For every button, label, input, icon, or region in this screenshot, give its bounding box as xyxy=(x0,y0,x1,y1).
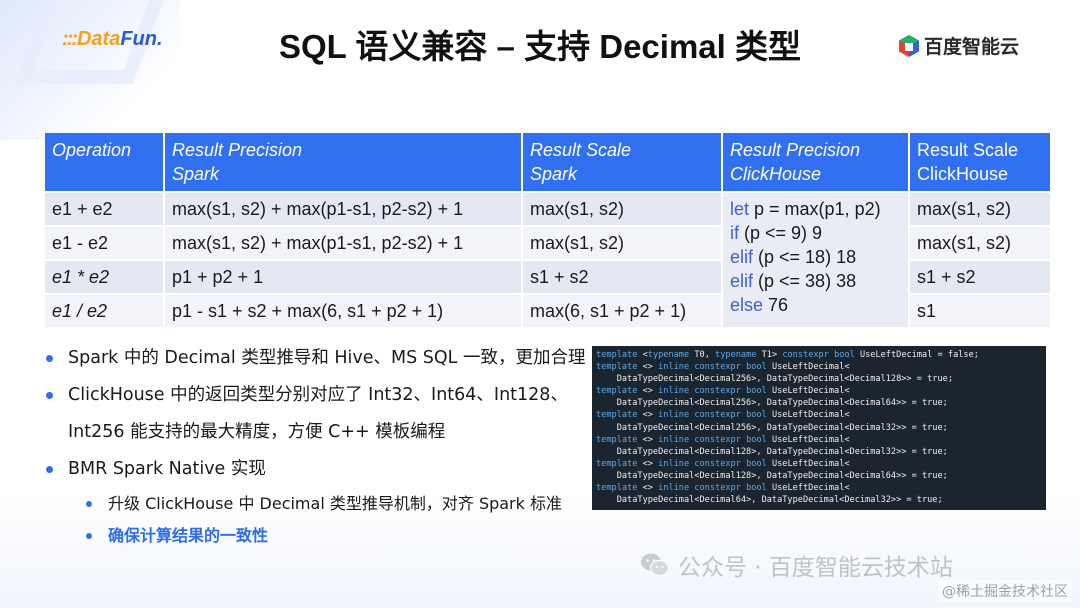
bullet-list: Spark 中的 Decimal 类型推导和 Hive、MS SQL 一致，更加… xyxy=(46,340,606,552)
logo-text-data: Data xyxy=(76,27,121,50)
bullet-item: BMR Spark Native 实现 xyxy=(46,451,606,488)
cell-scale-clickhouse: s1 xyxy=(910,295,1050,327)
header-operation: Operation xyxy=(45,133,163,191)
cell-operation: e1 / e2 xyxy=(45,295,163,327)
code-line: template <> inline constexpr bool UseLef… xyxy=(596,434,850,445)
baidu-cloud-logo: 百度智能云 xyxy=(898,32,1019,59)
cell-precision-spark: max(s1, s2) + max(p1-s1, p2-s2) + 1 xyxy=(165,193,521,225)
cell-scale-spark: max(s1, s2) xyxy=(523,193,721,225)
bullet-item: Spark 中的 Decimal 类型推导和 Hive、MS SQL 一致，更加… xyxy=(46,340,606,377)
cell-scale-spark: max(6, s1 + p2 + 1) xyxy=(523,295,721,327)
cell-precision-spark: p1 - s1 + s2 + max(6, s1 + p2 + 1) xyxy=(165,295,521,327)
baidu-cloud-cube-icon xyxy=(899,34,919,57)
code-line: DataTypeDecimal<Decimal128>, DataTypeDec… xyxy=(596,446,948,457)
cell-scale-spark: max(s1, s2) xyxy=(523,227,721,259)
cell-operation: e1 + e2 xyxy=(45,193,163,225)
sub-bullet-item-highlighted: 确保计算结果的一致性 xyxy=(46,520,606,552)
code-line: template <> inline constexpr bool UseLef… xyxy=(596,386,850,397)
cell-precision-clickhouse: let p = max(p1, p2) if (p <= 9) 9 elif (… xyxy=(723,193,908,327)
code-line: DataTypeDecimal<Decimal128>, DataTypeDec… xyxy=(596,470,948,481)
logo-dots: ::: xyxy=(62,27,78,50)
cell-scale-clickhouse: max(s1, s2) xyxy=(910,227,1050,259)
table-row: e1 * e2 p1 + p2 + 1 s1 + s2 s1 + s2 xyxy=(45,261,1050,293)
baidu-cloud-text: 百度智能云 xyxy=(924,36,1020,58)
cell-precision-spark: p1 + p2 + 1 xyxy=(165,261,521,293)
code-line: template <> inline constexpr bool UseLef… xyxy=(596,362,850,373)
code-line: template <> inline constexpr bool UseLef… xyxy=(596,410,850,421)
cell-operation: e1 - e2 xyxy=(45,227,163,259)
cell-precision-spark: max(s1, s2) + max(p1-s1, p2-s2) + 1 xyxy=(165,227,521,259)
cell-scale-clickhouse: s1 + s2 xyxy=(910,261,1050,293)
code-line: DataTypeDecimal<Decimal256>, DataTypeDec… xyxy=(596,422,948,433)
code-line: template <> inline constexpr bool UseLef… xyxy=(596,458,850,469)
logo-text-fun: Fun. xyxy=(120,27,163,50)
table-row: e1 + e2 max(s1, s2) + max(p1-s1, p2-s2) … xyxy=(45,193,1050,327)
table-row: e1 / e2 p1 - s1 + s2 + max(6, s1 + p2 + … xyxy=(45,295,1050,327)
code-line: DataTypeDecimal<Decimal64>, DataTypeDeci… xyxy=(596,495,943,506)
table-row: e1 - e2 max(s1, s2) + max(p1-s1, p2-s2) … xyxy=(45,227,1050,259)
code-line: DataTypeDecimal<Decimal256>, DataTypeDec… xyxy=(596,374,953,385)
cell-scale-spark: s1 + s2 xyxy=(523,261,721,293)
source-tag: @稀土掘金技术社区 xyxy=(938,580,1072,602)
code-line: DataTypeDecimal<Decimal256>, DataTypeDec… xyxy=(596,398,948,409)
watermark: 公众号 · 百度智能云技术站 xyxy=(640,548,953,582)
code-line: template <> inline constexpr bool UseLef… xyxy=(596,483,850,494)
background-decoration xyxy=(0,0,180,140)
cell-operation: e1 * e2 xyxy=(45,261,163,293)
datafun-logo: ::: Data Fun. xyxy=(62,24,163,54)
cell-scale-clickhouse: max(s1, s2) xyxy=(910,193,1050,225)
code-snippet: template <typename T0, typename T1> cons… xyxy=(592,346,1046,510)
wechat-icon xyxy=(641,553,670,577)
code-line: template <typename T0, typename T1> cons… xyxy=(596,350,979,360)
bullet-item: ClickHouse 中的返回类型分别对应了 Int32、Int64、Int12… xyxy=(46,377,606,451)
watermark-text: 公众号 · 百度智能云技术站 xyxy=(678,555,953,581)
page-title: SQL 语义兼容 – 支持 Decimal 类型 xyxy=(278,28,801,65)
sub-bullet-item: 升级 ClickHouse 中 Decimal 类型推导机制，对齐 Spark … xyxy=(46,488,606,520)
